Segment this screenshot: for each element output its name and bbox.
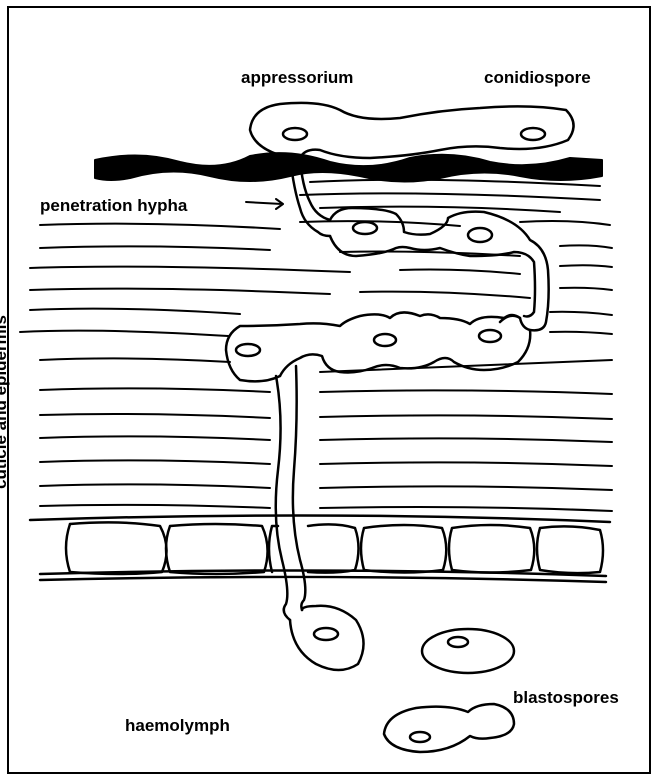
penetration-arrow [246, 199, 283, 209]
label-cuticle-and-epidermis: cuticle and epidermis [0, 315, 11, 489]
label-appressorium: appressorium [241, 68, 353, 88]
blastospore-free-2 [384, 704, 514, 752]
label-haemolymph: haemolymph [125, 716, 230, 736]
blastospore-attached [290, 606, 364, 670]
label-penetration-hypha: penetration hypha [40, 196, 187, 216]
label-conidiospore: conidiospore [484, 68, 591, 88]
epidermal-cell-layer [30, 515, 610, 582]
blastospore-free-1 [422, 629, 514, 673]
label-blastospores: blastospores [513, 688, 619, 708]
